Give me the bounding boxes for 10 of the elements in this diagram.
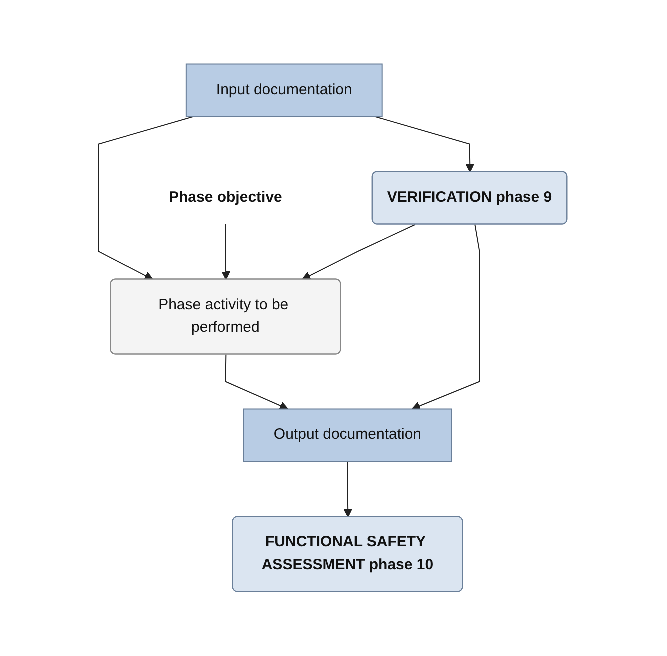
- arrow: [226, 354, 289, 410]
- arrow: [374, 116, 475, 173]
- arrow: [412, 224, 481, 410]
- arrow: [302, 224, 416, 280]
- node-box: Input documentation: [186, 64, 384, 118]
- node-text: Phase objective: [169, 188, 283, 206]
- arrow: [98, 116, 195, 280]
- arrow: [344, 461, 353, 518]
- arrow: [222, 224, 231, 280]
- node-box: Output documentation: [244, 408, 452, 462]
